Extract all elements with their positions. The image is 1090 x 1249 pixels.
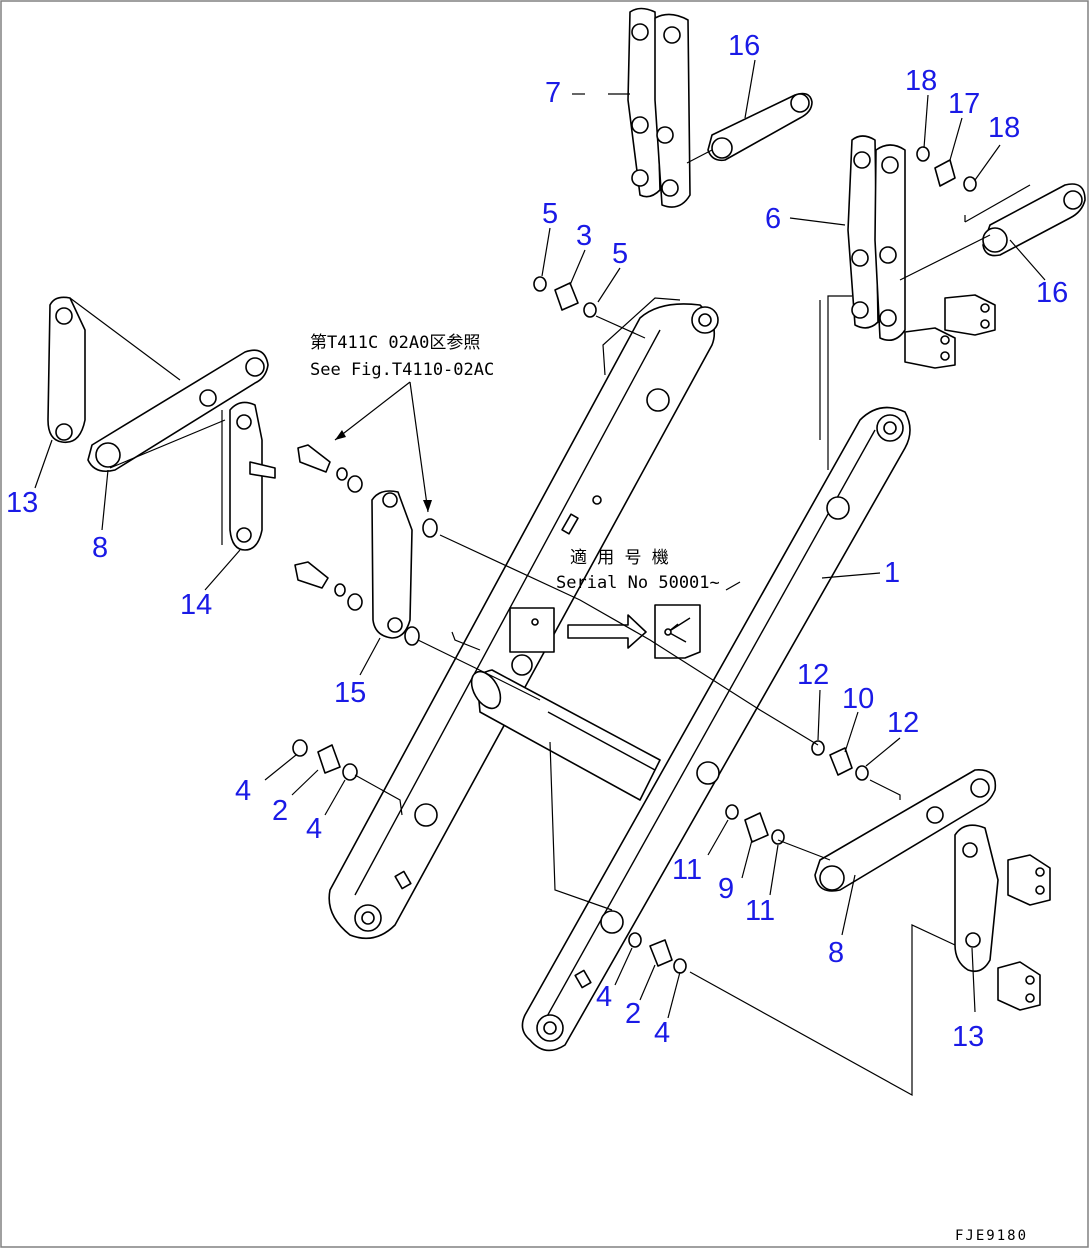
callout-12-left: 12 bbox=[797, 659, 829, 691]
figure-code: FJE9180 bbox=[955, 1228, 1028, 1244]
callout-17: 17 bbox=[948, 88, 980, 120]
part-7-bracket bbox=[627, 7, 691, 208]
assembly-lines bbox=[69, 149, 1031, 1097]
small-pin-details bbox=[561, 495, 602, 535]
part-8-link-right bbox=[814, 769, 997, 892]
part-13-plate-right bbox=[954, 824, 999, 973]
callout-6: 6 bbox=[765, 203, 781, 235]
part-14-plate bbox=[229, 401, 276, 551]
callout-11-right: 11 bbox=[745, 895, 775, 927]
cross-tube bbox=[470, 669, 661, 801]
callout-2-left: 2 bbox=[272, 795, 288, 827]
part-15-plate bbox=[371, 490, 413, 639]
callout-16-right: 16 bbox=[1036, 277, 1068, 309]
serial-note-jp: 適 用 号 機 bbox=[570, 548, 669, 568]
callout-10: 10 bbox=[842, 683, 874, 715]
callout-15: 15 bbox=[334, 677, 366, 709]
part-6-bracket bbox=[847, 135, 906, 341]
callout-1: 1 bbox=[884, 557, 900, 589]
detail-new-box bbox=[654, 604, 701, 659]
detail-arrow bbox=[567, 614, 647, 649]
callout-11-left: 11 bbox=[672, 854, 702, 886]
reference-arrows bbox=[334, 381, 432, 513]
detail-old-box bbox=[509, 607, 555, 653]
parts-9-11-pin-set bbox=[725, 804, 785, 845]
part-16-link-right bbox=[982, 183, 1086, 257]
callout-leaders bbox=[34, 59, 1046, 1019]
callout-18-right: 18 bbox=[988, 112, 1020, 144]
callout-5-right: 5 bbox=[612, 238, 628, 270]
callout-7: 7 bbox=[545, 77, 561, 109]
callout-12-right: 12 bbox=[887, 707, 919, 739]
part-13-plate-left bbox=[47, 296, 86, 444]
callout-4-left-b: 4 bbox=[306, 813, 322, 845]
parts-17-18-pin-set bbox=[916, 146, 977, 192]
reference-note-en: See Fig.T4110-02AC bbox=[310, 360, 494, 380]
callout-14: 14 bbox=[180, 589, 212, 621]
callout-8-right: 8 bbox=[828, 937, 844, 969]
callout-5-left: 5 bbox=[542, 198, 558, 230]
right-arm bbox=[521, 406, 911, 1052]
callout-4-left-a: 4 bbox=[235, 775, 251, 807]
callout-13-right: 13 bbox=[952, 1021, 984, 1053]
callout-13-left: 13 bbox=[6, 487, 38, 519]
callout-9: 9 bbox=[718, 873, 734, 905]
callout-4-right-a: 4 bbox=[596, 981, 612, 1013]
part-8-link-left bbox=[87, 349, 269, 473]
callout-18-left: 18 bbox=[905, 65, 937, 97]
callout-2-right: 2 bbox=[625, 998, 641, 1030]
parts-3-5-pin-set bbox=[533, 276, 597, 318]
bolt-set bbox=[294, 444, 438, 646]
reference-note-jp: 第T411C 02A0区参照 bbox=[310, 333, 480, 353]
callout-3: 3 bbox=[576, 220, 592, 252]
parts-2-4-pin-set-left bbox=[292, 739, 358, 781]
callout-8-left: 8 bbox=[92, 532, 108, 564]
parts-10-12-pin-set bbox=[811, 740, 869, 781]
serial-note-en: Serial No 50001~ bbox=[556, 573, 720, 593]
callout-4-right-b: 4 bbox=[654, 1017, 670, 1049]
part-16-link-top bbox=[707, 92, 813, 162]
lock-plates-right bbox=[904, 294, 996, 369]
parts-2-4-pin-set-right bbox=[628, 932, 687, 974]
lock-plates-right-lower bbox=[997, 854, 1051, 1011]
callout-16-top: 16 bbox=[728, 30, 760, 62]
